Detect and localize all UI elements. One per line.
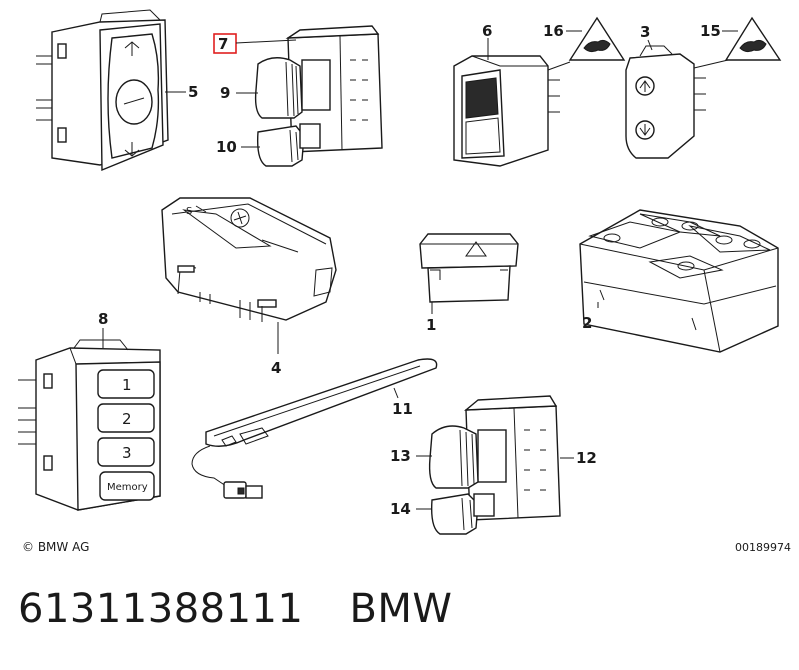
callout-7-highlight	[213, 33, 237, 54]
part-16-warning-label	[568, 16, 626, 61]
svg-text:S: S	[186, 206, 192, 217]
memory-button-label: Memory	[107, 482, 148, 493]
part-11-cable-strap	[191, 358, 438, 499]
image-number: 00189974	[735, 541, 791, 554]
part-4-switch-panel: S	[161, 197, 337, 322]
parts-diagram: 5 7 9 10 6 16 15	[18, 9, 782, 535]
part-2-switch-block	[579, 209, 779, 353]
part-12-switch-block	[463, 395, 561, 521]
callout-14: 14	[390, 500, 411, 518]
callout-16: 16	[543, 22, 564, 40]
part-number: 61311388111	[18, 586, 304, 632]
callout-7: 7	[218, 35, 228, 53]
callout-8: 8	[98, 310, 108, 328]
memory-key-2: 2	[122, 410, 132, 428]
part-1-hazard-switch	[419, 233, 519, 303]
part-8-memory-switch: 1 2 3 Memory	[18, 339, 161, 511]
callout-4: 4	[271, 359, 281, 377]
part-14-push-button	[430, 493, 495, 535]
callout-15: 15	[700, 22, 721, 40]
callout-10: 10	[216, 138, 237, 156]
memory-key-3: 3	[122, 444, 132, 462]
callout-2: 2	[582, 314, 592, 332]
memory-key-1: 1	[122, 376, 132, 394]
part-6-rocker-switch	[453, 55, 560, 167]
callout-6: 6	[482, 22, 492, 40]
part-10-push-button	[256, 123, 321, 167]
callout-12: 12	[576, 449, 597, 467]
callout-9: 9	[220, 84, 230, 102]
part-7-switch-block	[285, 25, 383, 153]
part-caption: 61311388111 BMW	[18, 586, 452, 632]
callout-11: 11	[392, 400, 413, 418]
callout-13: 13	[390, 447, 411, 465]
copyright-text: © BMW AG	[22, 540, 90, 554]
callout-5: 5	[188, 83, 198, 101]
part-15-warning-label	[724, 16, 782, 61]
part-5-rocker-switch	[36, 9, 169, 172]
brand-name: BMW	[349, 586, 453, 632]
callout-1: 1	[426, 316, 436, 334]
part-9-push-button	[254, 57, 303, 119]
part-3-window-switch	[625, 45, 706, 159]
part-13-push-button	[428, 425, 479, 489]
callout-3: 3	[640, 23, 650, 41]
